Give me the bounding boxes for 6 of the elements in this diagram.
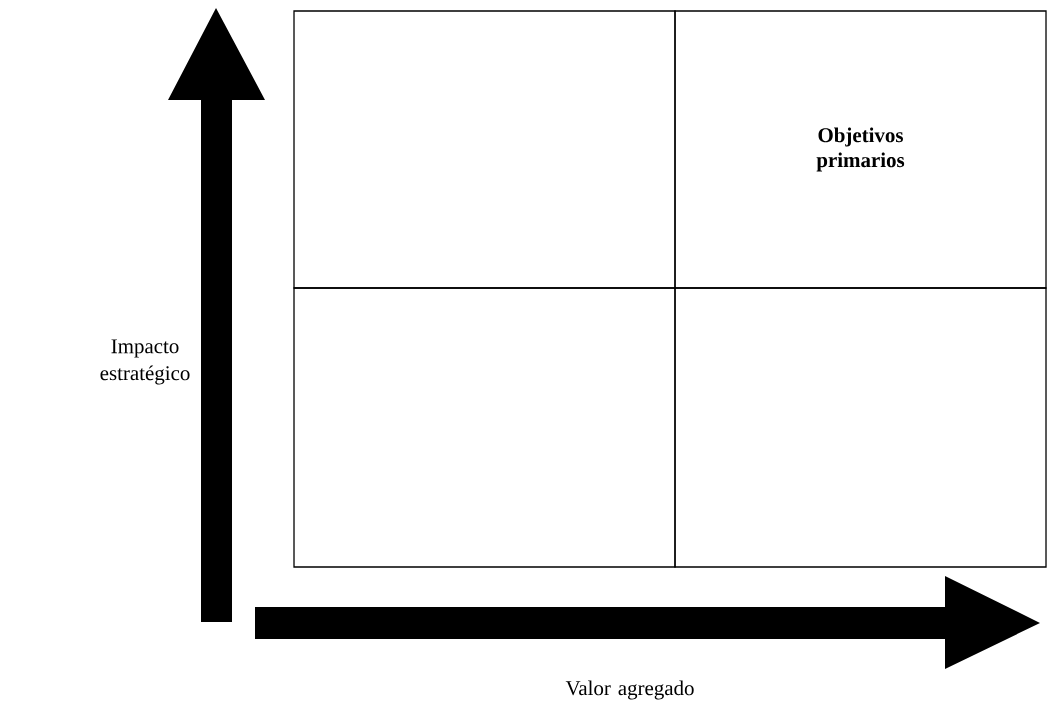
axis-label: Valor agregado xyxy=(565,680,694,700)
quadrant-box xyxy=(293,10,676,289)
quadrant-box xyxy=(293,287,676,568)
axis-label: Impacto estratégico xyxy=(100,339,190,385)
quadrant-box xyxy=(674,287,1047,568)
quadrant-box: Objetivos primarios xyxy=(674,10,1047,289)
